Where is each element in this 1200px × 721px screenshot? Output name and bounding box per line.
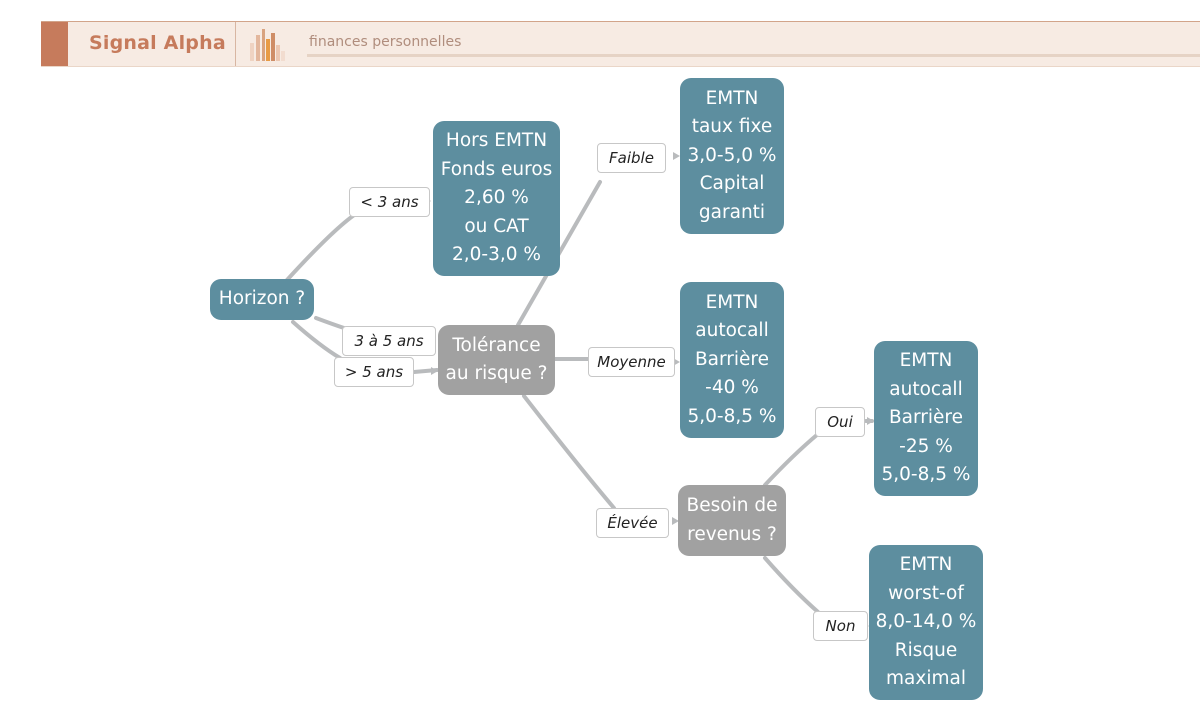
- bar-chart-logo-icon: [250, 29, 285, 61]
- node-line: Risque: [894, 639, 958, 661]
- edge-label-no: Non: [813, 611, 868, 641]
- node-line: EMTN: [899, 554, 953, 576]
- edge-root-mid: [314, 316, 346, 330]
- node-income-need[interactable]: Besoin de revenus ?: [678, 485, 786, 556]
- edge-label-gt5: > 5 ans: [334, 357, 414, 387]
- edge-label-medium: Moyenne: [588, 347, 675, 377]
- node-line: 5,0-8,5 %: [881, 464, 971, 486]
- node-line: au risque ?: [445, 363, 548, 384]
- node-medium-risk[interactable]: EMTN autocall Barrière -40 % 5,0-8,5 %: [680, 282, 784, 438]
- node-line: 2,0-3,0 %: [452, 244, 541, 266]
- node-line: garanti: [698, 201, 766, 223]
- node-short-term[interactable]: Hors EMTN Fonds euros 2,60 % ou CAT 2,0-…: [433, 121, 560, 276]
- node-line: taux fixe: [691, 116, 773, 138]
- accent-tab: [41, 22, 68, 66]
- edge-label-yes: Oui: [815, 407, 865, 437]
- header-divider: [235, 22, 236, 66]
- node-horizon-label: Horizon ?: [218, 288, 306, 310]
- node-line: 3,0-5,0 %: [687, 144, 777, 166]
- arrowhead-low: [673, 152, 680, 160]
- edge-risk-high: [522, 394, 616, 510]
- node-income-yes[interactable]: EMTN autocall Barrière -25 % 5,0-8,5 %: [874, 341, 978, 496]
- tagline: finances personnelles: [309, 34, 462, 50]
- edge-income-no: [763, 556, 820, 614]
- edge-label-low: Faible: [597, 143, 666, 173]
- arrowhead-income: [672, 517, 679, 525]
- brand-name[interactable]: Signal Alpha: [89, 32, 226, 54]
- edge-label-mid: 3 à 5 ans: [342, 326, 436, 356]
- node-line: EMTN: [705, 87, 759, 109]
- edge-income-yes: [763, 432, 820, 487]
- node-line: 2,60 %: [464, 187, 529, 209]
- tagline-rule: [307, 54, 1200, 57]
- node-line: EMTN: [899, 350, 953, 372]
- node-income-no[interactable]: EMTN worst-of 8,0-14,0 % Risque maximal: [869, 545, 983, 700]
- arrowhead-yes: [867, 417, 874, 425]
- node-risk-tolerance[interactable]: Tolérance au risque ?: [438, 325, 555, 395]
- header-banner: Signal Alpha finances personnelles: [41, 21, 1200, 67]
- edge-label-lt3: < 3 ans: [349, 187, 430, 217]
- edge-label-high: Élevée: [596, 508, 669, 538]
- node-line: Barrière: [888, 407, 964, 429]
- node-line: autocall: [695, 320, 769, 342]
- node-line: Besoin de: [686, 495, 778, 516]
- node-line: EMTN: [705, 291, 759, 313]
- node-low-risk[interactable]: EMTN taux fixe 3,0-5,0 % Capital garanti: [680, 78, 784, 234]
- node-line: Capital: [699, 173, 765, 195]
- node-line: worst-of: [888, 582, 964, 604]
- edge-root-gt5: [291, 320, 342, 360]
- node-line: Hors EMTN: [445, 130, 548, 152]
- node-line: -25 %: [899, 435, 953, 457]
- node-line: 5,0-8,5 %: [687, 405, 777, 427]
- edge-root-short: [285, 208, 364, 282]
- node-line: autocall: [889, 378, 963, 400]
- arrowhead-risk: [431, 367, 438, 375]
- node-line: 8,0-14,0 %: [875, 611, 977, 633]
- node-line: revenus ?: [687, 523, 777, 545]
- node-line: Barrière: [694, 348, 770, 370]
- node-line: Fonds euros: [440, 158, 553, 180]
- node-line: Tolérance: [452, 334, 541, 356]
- node-line: ou CAT: [464, 215, 529, 237]
- node-horizon[interactable]: Horizon ?: [210, 279, 314, 320]
- node-line: maximal: [886, 668, 966, 690]
- node-line: -40 %: [705, 377, 759, 399]
